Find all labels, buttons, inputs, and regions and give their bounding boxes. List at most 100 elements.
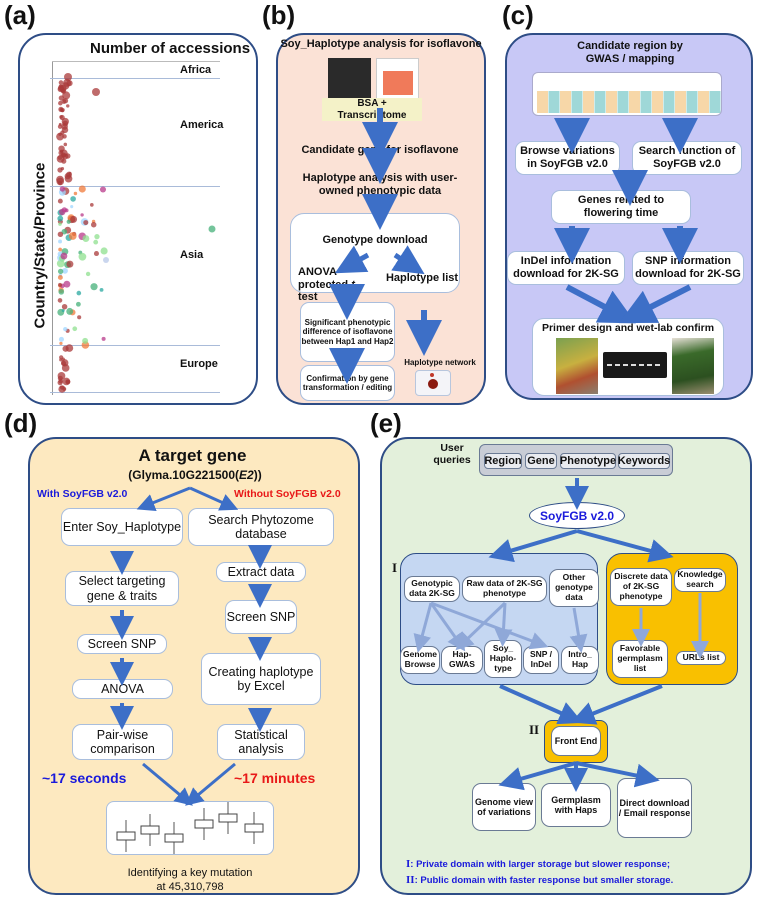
boxplot-box (116, 831, 136, 841)
panel-d-gene: (Glyma.10G221500(E2)) (90, 468, 300, 483)
chromosome-band (548, 91, 560, 113)
significant-box: Significant phenotypic difference of iso… (300, 302, 395, 362)
browse-box: Browse variations in SoyFGB v2.0 (515, 141, 620, 175)
panel-a-title: Number of accessions (90, 40, 251, 57)
search-box: Search function of SoyFGB v2.0 (632, 141, 742, 175)
panel-label-c: (c) (502, 0, 534, 30)
bsa-caption: BSA + Transcriptome (322, 98, 422, 121)
panel-label-b: (b) (262, 0, 296, 30)
src-genotypic: Genotypic data 2K-SG (404, 576, 460, 602)
confirmation-box: Confirmation by gene transformation / ed… (300, 365, 395, 401)
result-line1: Identifying a key mutation (127, 867, 253, 879)
step-screen-snp-right: Screen SNP (225, 600, 297, 634)
src-discrete-phenotype: Discrete data of 2K-SG phenotype (610, 568, 672, 606)
panel-b-step2: Haplotype analysis with user-owned pheno… (302, 172, 458, 197)
output-genome-view[interactable]: Genome view of variations (472, 783, 536, 831)
plant-photo-right (672, 338, 714, 394)
chromosome-band (606, 91, 617, 113)
panel-b-step1: Candidate gene for isoflavone (301, 144, 459, 156)
step-enter-haplotype: Enter Soy_Haplotype (61, 508, 183, 546)
tool-intro-hap[interactable]: Intro_ Hap (561, 646, 599, 674)
query-chip-keywords[interactable]: Keywords (617, 453, 671, 469)
boxplot-box (164, 833, 184, 843)
anova-line1: ANOVA- (298, 266, 341, 278)
chromosome-band (594, 91, 606, 113)
plant-photo-left (556, 338, 598, 394)
soyfgb-label: SoyFGB v2.0 (539, 508, 615, 523)
boxplot-box (244, 823, 264, 833)
src-raw-phenotype: Raw data of 2K-SG phenotype (462, 576, 547, 602)
tool-hap-gwas[interactable]: Hap-GWAS (441, 646, 483, 674)
with-soyfgb-label: With SoyFGB v2.0 (37, 488, 128, 500)
region-divider (50, 78, 220, 79)
haplotype-network-image (415, 370, 451, 396)
panel-a-axis (52, 61, 53, 395)
panel-label-a: (a) (4, 0, 36, 30)
indel-box: InDel information download for 2K-SG (507, 251, 625, 285)
legend-2: II: Public domain with faster response b… (406, 874, 673, 886)
chromosome-band (571, 91, 583, 113)
knowledge-search[interactable]: Knowledge search (674, 568, 726, 592)
chromosome-band (583, 91, 594, 113)
legend2-text: : Public domain with faster response but… (414, 875, 674, 886)
chromosome-band (698, 91, 709, 113)
anova-line2-pre: protected (298, 278, 352, 291)
output-germplasm[interactable]: Germplasm with Haps (541, 783, 611, 827)
chromosome-band (663, 91, 675, 113)
panel-label-e: (e) (370, 408, 402, 438)
panel-label-d: (d) (4, 408, 38, 438)
step-select-traits: Select targeting gene & traits (65, 571, 179, 606)
region-africa: Africa (180, 64, 212, 76)
gene-italic: E2 (239, 468, 254, 482)
gel-image (603, 352, 667, 378)
gene-pre: (Glyma.10G221500( (128, 468, 240, 482)
step-pairwise: Pair-wise comparison (72, 724, 173, 760)
domain1-marker: I (392, 560, 398, 575)
haplotype-list: Haplotype list (385, 272, 459, 284)
region-divider (50, 345, 220, 346)
step-screen-snp-left: Screen SNP (77, 634, 167, 654)
favorable-germplasm[interactable]: Favorable germplasm list (612, 640, 668, 678)
without-soyfgb-label: Without SoyFGB v2.0 (234, 488, 341, 500)
legend2-marker: II (406, 874, 415, 886)
result-line2: at 45,310,798 (156, 881, 224, 893)
tool-snp-indel[interactable]: SNP / InDel (523, 646, 559, 674)
front-end[interactable]: Front End (551, 726, 601, 756)
query-chip-gene[interactable]: Gene (525, 453, 557, 469)
output-direct-download[interactable]: Direct download / Email response (617, 778, 692, 838)
panel-a-ylabel: Country/State/Province (31, 162, 49, 329)
tool-genome-browse[interactable]: Genome Browse (400, 646, 440, 674)
boxplot-box (218, 813, 238, 823)
src-other-genotype: Other genotype data (549, 569, 599, 607)
genotype-download: Genotype download (322, 234, 428, 246)
step-anova: ANOVA (72, 679, 173, 699)
query-chip-region[interactable]: Region (484, 453, 522, 469)
haplotype-network-label: Haplotype network (404, 358, 476, 367)
region-europe: Europe (180, 358, 218, 370)
snp-box: SNP information download for 2K-SG (632, 251, 744, 285)
legend1-marker: I (406, 858, 411, 870)
panel-a-topaxis (52, 61, 220, 62)
primer-label: Primer design and wet-lab confirm (541, 322, 715, 334)
domain2-marker: II (529, 722, 540, 737)
tool-soy-haplotype[interactable]: Soy_ Haplo-type (484, 640, 522, 678)
region-divider (50, 186, 220, 187)
boxplot-box (140, 825, 160, 835)
chromosome-band (686, 91, 698, 113)
time-with: ~17 seconds (42, 770, 127, 786)
legend1-text: : Private domain with larger storage but… (410, 859, 671, 870)
boxplot-box (194, 819, 214, 829)
user-queries-label: User queries (433, 442, 471, 467)
chromosome-band (709, 91, 721, 113)
time-without: ~17 minutes (234, 770, 316, 786)
query-chip-phenotype[interactable]: Phenotype (559, 453, 617, 469)
panel-b-title: Soy_Haplotype analysis for isoflavone (280, 38, 482, 50)
chromosome-band (629, 91, 640, 113)
urls-list[interactable]: URLs list (676, 651, 726, 665)
gene-post: )) (253, 468, 262, 482)
chromosome-band (560, 91, 571, 113)
genes-box: Genes related to flowering time (551, 190, 691, 224)
panel-a (18, 33, 258, 405)
boxplot-figure (106, 801, 274, 855)
step-creating-haplotype: Creating haplotype by Excel (201, 653, 321, 705)
